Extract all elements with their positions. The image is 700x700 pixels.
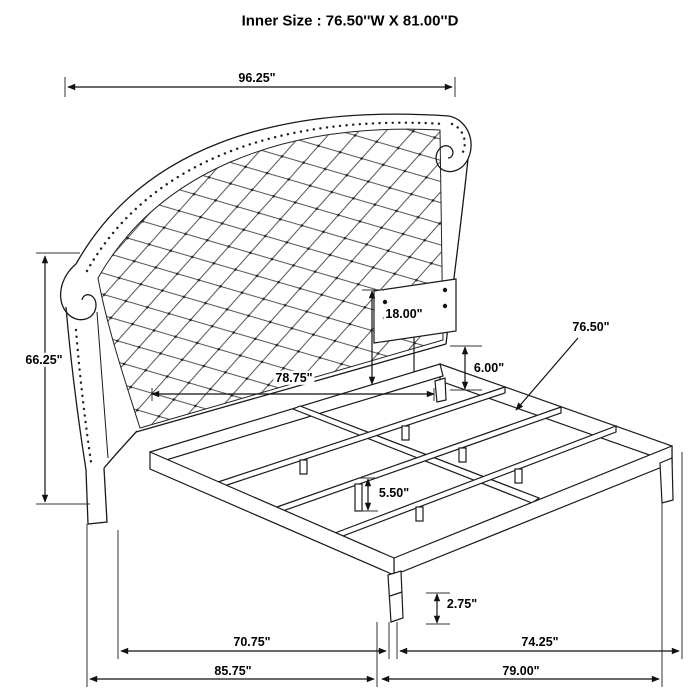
right-scroll: [435, 115, 472, 173]
foot-right-leg: [659, 457, 674, 504]
page-title: Inner Size : 76.50''W X 81.00''D: [241, 12, 459, 30]
wing-to-panel-edge: [103, 430, 138, 469]
left-wing-edge: [65, 306, 87, 471]
slat-support-legs: [299, 425, 523, 522]
left-leg: [85, 467, 108, 525]
mounting-bracket: [373, 278, 457, 372]
foot-left-leg: [387, 570, 404, 623]
headboard-bottom-edge: [135, 343, 447, 433]
dim-rail-height-label: 6.00": [471, 360, 507, 376]
dim-slat-leader-line: [515, 337, 579, 411]
dim-frame-depth-label: 74.25": [519, 634, 561, 650]
dim-support-height-label: 5.50": [376, 485, 412, 501]
left-scroll: [59, 263, 97, 321]
dimension-annotations: [36, 77, 683, 687]
dim-overall-width-label: 85.75": [212, 663, 254, 679]
foot-left-leg-ring: [389, 591, 403, 597]
bed-frame: [149, 363, 674, 623]
dim-inner-width-label: 78.75": [273, 370, 315, 386]
headboard-right-leg: [434, 377, 447, 403]
left-wing-inner-line: [96, 311, 109, 459]
dim-leg-height-label: 2.75": [444, 596, 480, 612]
nailhead-trim: [74, 121, 466, 464]
dim-headboard-width-label: 96.25": [236, 70, 278, 86]
dim-headboard-height-label: 66.25": [23, 352, 65, 368]
dim-bracket-height-label: 18.00": [383, 306, 425, 322]
dim-overall-depth-label: 79.00": [500, 663, 542, 679]
headboard-top-edge: [75, 113, 450, 265]
dim-slat-length-label: 76.50": [570, 319, 612, 335]
dim-frame-width-label: 70.75": [231, 634, 273, 650]
tufted-panel: [97, 128, 444, 429]
headboard: [59, 113, 472, 525]
